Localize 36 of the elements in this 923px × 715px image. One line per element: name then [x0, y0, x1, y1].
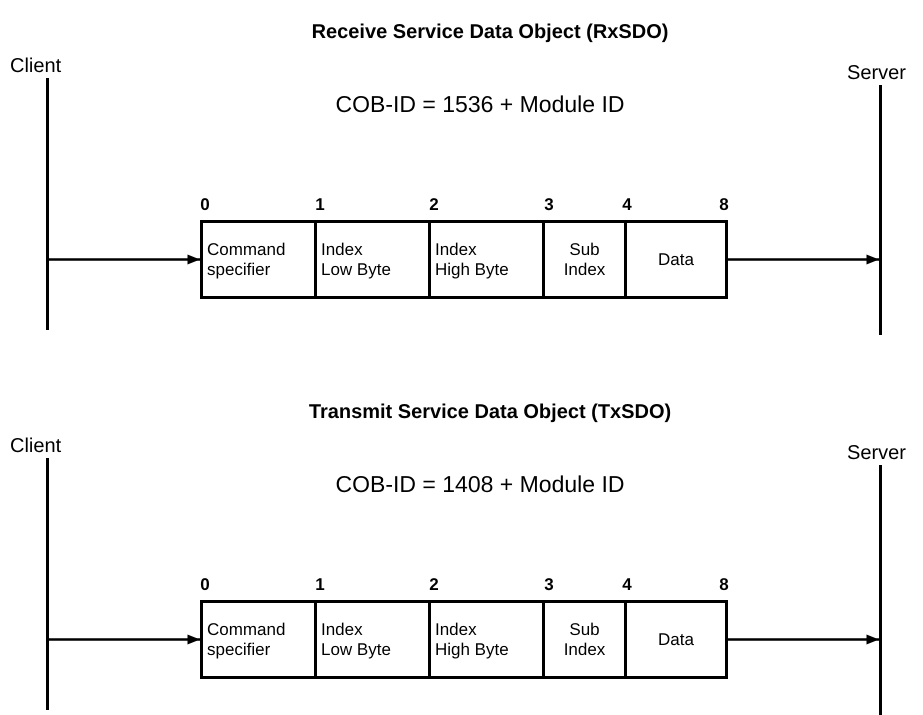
section-title: Transmit Service Data Object (TxSDO): [308, 402, 672, 422]
byte-offset: 8: [719, 196, 729, 213]
frame-field: Command specifier: [203, 223, 317, 296]
frame-field: Sub Index: [545, 223, 627, 296]
arrow: [728, 634, 879, 644]
frame-field: Index Low Byte: [317, 223, 431, 296]
cob-id-text: COB-ID = 1408 + Module ID: [336, 473, 624, 496]
arrow: [728, 254, 879, 264]
arrow: [49, 634, 200, 644]
byte-offset: 4: [622, 576, 632, 593]
participant-label: Server: [847, 443, 906, 463]
byte-offset: 1: [315, 576, 325, 593]
message-frame: [200, 220, 728, 299]
frame-field: Data: [627, 223, 725, 296]
arrow: [49, 254, 200, 264]
participant-label: Client: [10, 436, 62, 456]
byte-offset: 3: [544, 576, 554, 593]
frame-field: Index High Byte: [431, 603, 545, 676]
byte-offset: 2: [429, 576, 439, 593]
cob-id-text: COB-ID = 1536 + Module ID: [336, 93, 624, 116]
byte-offset: 4: [622, 196, 632, 213]
frame-field: Data: [627, 603, 725, 676]
message-frame: [200, 600, 728, 679]
frame-field: Sub Index: [545, 603, 627, 676]
frame-field: Command specifier: [203, 603, 317, 676]
section-title: Receive Service Data Object (RxSDO): [312, 22, 668, 42]
byte-offset: 0: [200, 576, 210, 593]
byte-offset: 3: [544, 196, 554, 213]
frame-field: Index Low Byte: [317, 603, 431, 676]
byte-offset: 8: [719, 576, 729, 593]
byte-offset: 0: [200, 196, 210, 213]
participant-label: Client: [10, 56, 62, 76]
frame-field: Index High Byte: [431, 223, 545, 296]
participant-label: Server: [847, 63, 906, 83]
byte-offset: 2: [429, 196, 439, 213]
byte-offset: 1: [315, 196, 325, 213]
